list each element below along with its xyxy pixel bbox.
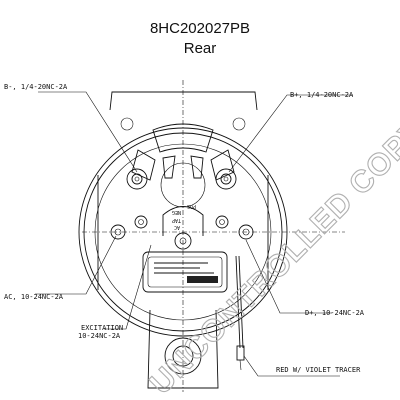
- view-subtitle: Rear: [183, 40, 217, 57]
- red-wire: [235, 255, 245, 371]
- ac-callout: AC, 10-24NC-2A: [4, 293, 64, 301]
- part-number-title: 8HC202027PB: [149, 20, 251, 37]
- b-minus-callout: B-, 1/4-20NC-2A: [4, 83, 68, 91]
- b-plus-terminal: [215, 168, 237, 190]
- alternator-housing: [78, 127, 288, 337]
- b-plus-callout: B+, 1/4-20NC-2A: [290, 91, 354, 99]
- switch-label-neg: NEG: [172, 209, 181, 215]
- switch-label-tap: TAP: [172, 217, 181, 223]
- d-plus-callout: D+, 10-24NC-2A: [305, 309, 365, 317]
- regulator-cover: [142, 251, 228, 293]
- top-mounting-lug: [109, 91, 258, 131]
- switch-label-ac: AC: [174, 224, 180, 230]
- side-studs: [110, 215, 254, 240]
- excitation-callout-line1: EXCITATION: [81, 324, 123, 332]
- red-wire-callout: RED W/ VIOLET TRACER: [276, 366, 361, 374]
- switch-label-pos: POS: [187, 203, 196, 209]
- leader-lines: [35, 91, 353, 377]
- excitation-callout-line2: 10-24NC-2A: [78, 332, 121, 340]
- lower-mounting-boss: [147, 309, 219, 389]
- uncontrolled-copy-watermark: UNCONTROLLED COPY: [143, 112, 400, 400]
- b-minus-terminal: [126, 168, 148, 190]
- tap-switch: POS NEG AC TAP: [162, 203, 204, 250]
